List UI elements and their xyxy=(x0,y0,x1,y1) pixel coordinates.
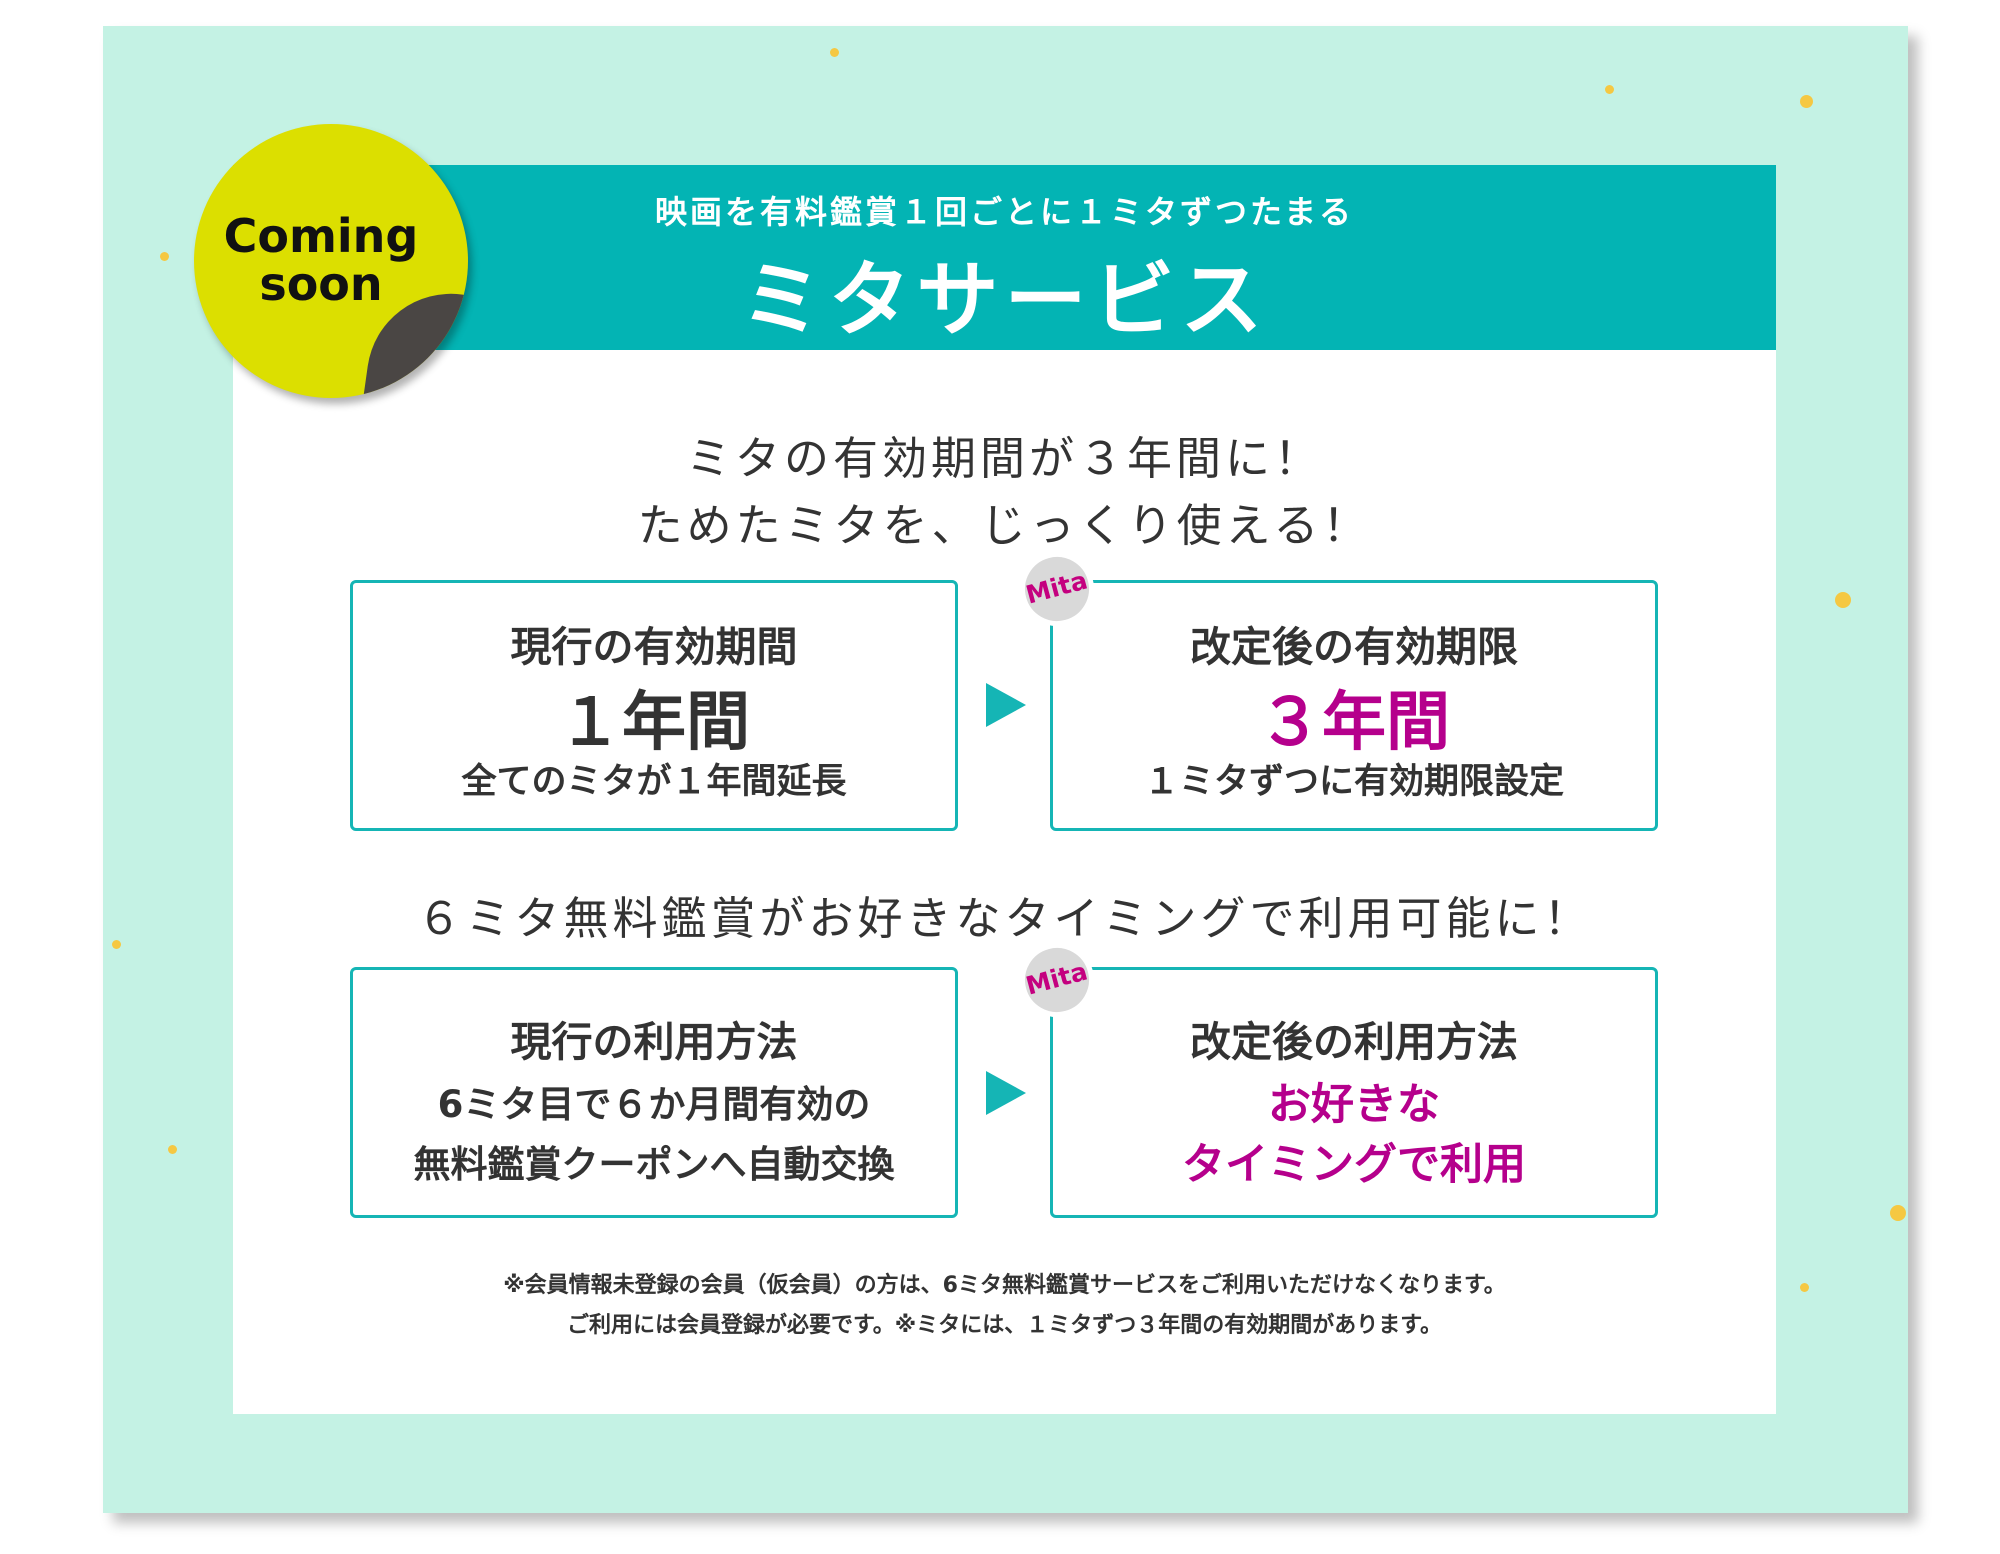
box-highlight: お好きな xyxy=(1268,1080,1440,1130)
confetti xyxy=(112,940,121,949)
section2-heading: ６ミタ無料鑑賞がお好きなタイミングで利用可能に！ xyxy=(416,892,1593,945)
box-detail: 無料鑑賞クーポンへ自動交換 xyxy=(413,1143,895,1186)
section1-heading: ためたミタを、じっくり使える！ xyxy=(637,499,1372,552)
footnote: ※会員情報未登録の会員（仮会員）の方は、6ミタ無料鑑賞サービスをご利用いただけな… xyxy=(503,1273,1506,1298)
confetti xyxy=(168,1145,177,1154)
box-detail: １ミタずつに有効期限設定 xyxy=(1143,762,1564,802)
confetti xyxy=(1800,1283,1809,1292)
confetti xyxy=(1835,592,1851,608)
confetti xyxy=(1800,95,1813,108)
current-usage-box: 現行の利用方法 6ミタ目で６か月間有効の 無料鑑賞クーポンへ自動交換 xyxy=(350,967,958,1218)
box-label: 現行の利用方法 xyxy=(510,1018,798,1066)
section1-heading: ミタの有効期間が３年間に！ xyxy=(685,432,1323,485)
confetti xyxy=(160,252,169,261)
revised-usage-box: 改定後の利用方法 お好きな タイミングで利用 xyxy=(1050,967,1658,1218)
arrow-right-icon xyxy=(986,1071,1026,1115)
revised-period-box: 改定後の有効期限 ３年間 １ミタずつに有効期限設定 xyxy=(1050,580,1658,831)
box-label: 現行の有効期間 xyxy=(510,623,798,671)
arrow-right-icon xyxy=(986,683,1026,727)
box-value: １年間 xyxy=(558,686,750,760)
box-label: 改定後の利用方法 xyxy=(1190,1018,1518,1066)
header-banner: 映画を有料鑑賞１回ごとに１ミタずつたまる ミタサービス xyxy=(233,165,1776,350)
confetti xyxy=(1890,1205,1906,1221)
header-subtitle: 映画を有料鑑賞１回ごとに１ミタずつたまる xyxy=(654,193,1355,231)
footnote: ご利用には会員登録が必要です。※ミタには、１ミタずつ３年間の有効期間があります。 xyxy=(567,1313,1442,1338)
box-label: 改定後の有効期限 xyxy=(1190,623,1518,671)
sticker-text: soon xyxy=(259,257,383,311)
confetti xyxy=(1605,85,1614,94)
box-detail: 6ミタ目で６か月間有効の xyxy=(437,1083,871,1126)
box-highlight: タイミングで利用 xyxy=(1182,1140,1526,1190)
box-value: ３年間 xyxy=(1258,686,1450,760)
current-period-box: 現行の有効期間 １年間 全てのミタが１年間延長 xyxy=(350,580,958,831)
box-detail: 全てのミタが１年間延長 xyxy=(461,762,847,802)
confetti xyxy=(830,48,839,57)
content-panel xyxy=(233,350,1776,1414)
sticker-text: Coming xyxy=(223,209,419,263)
header-title: ミタサービス xyxy=(740,253,1269,348)
